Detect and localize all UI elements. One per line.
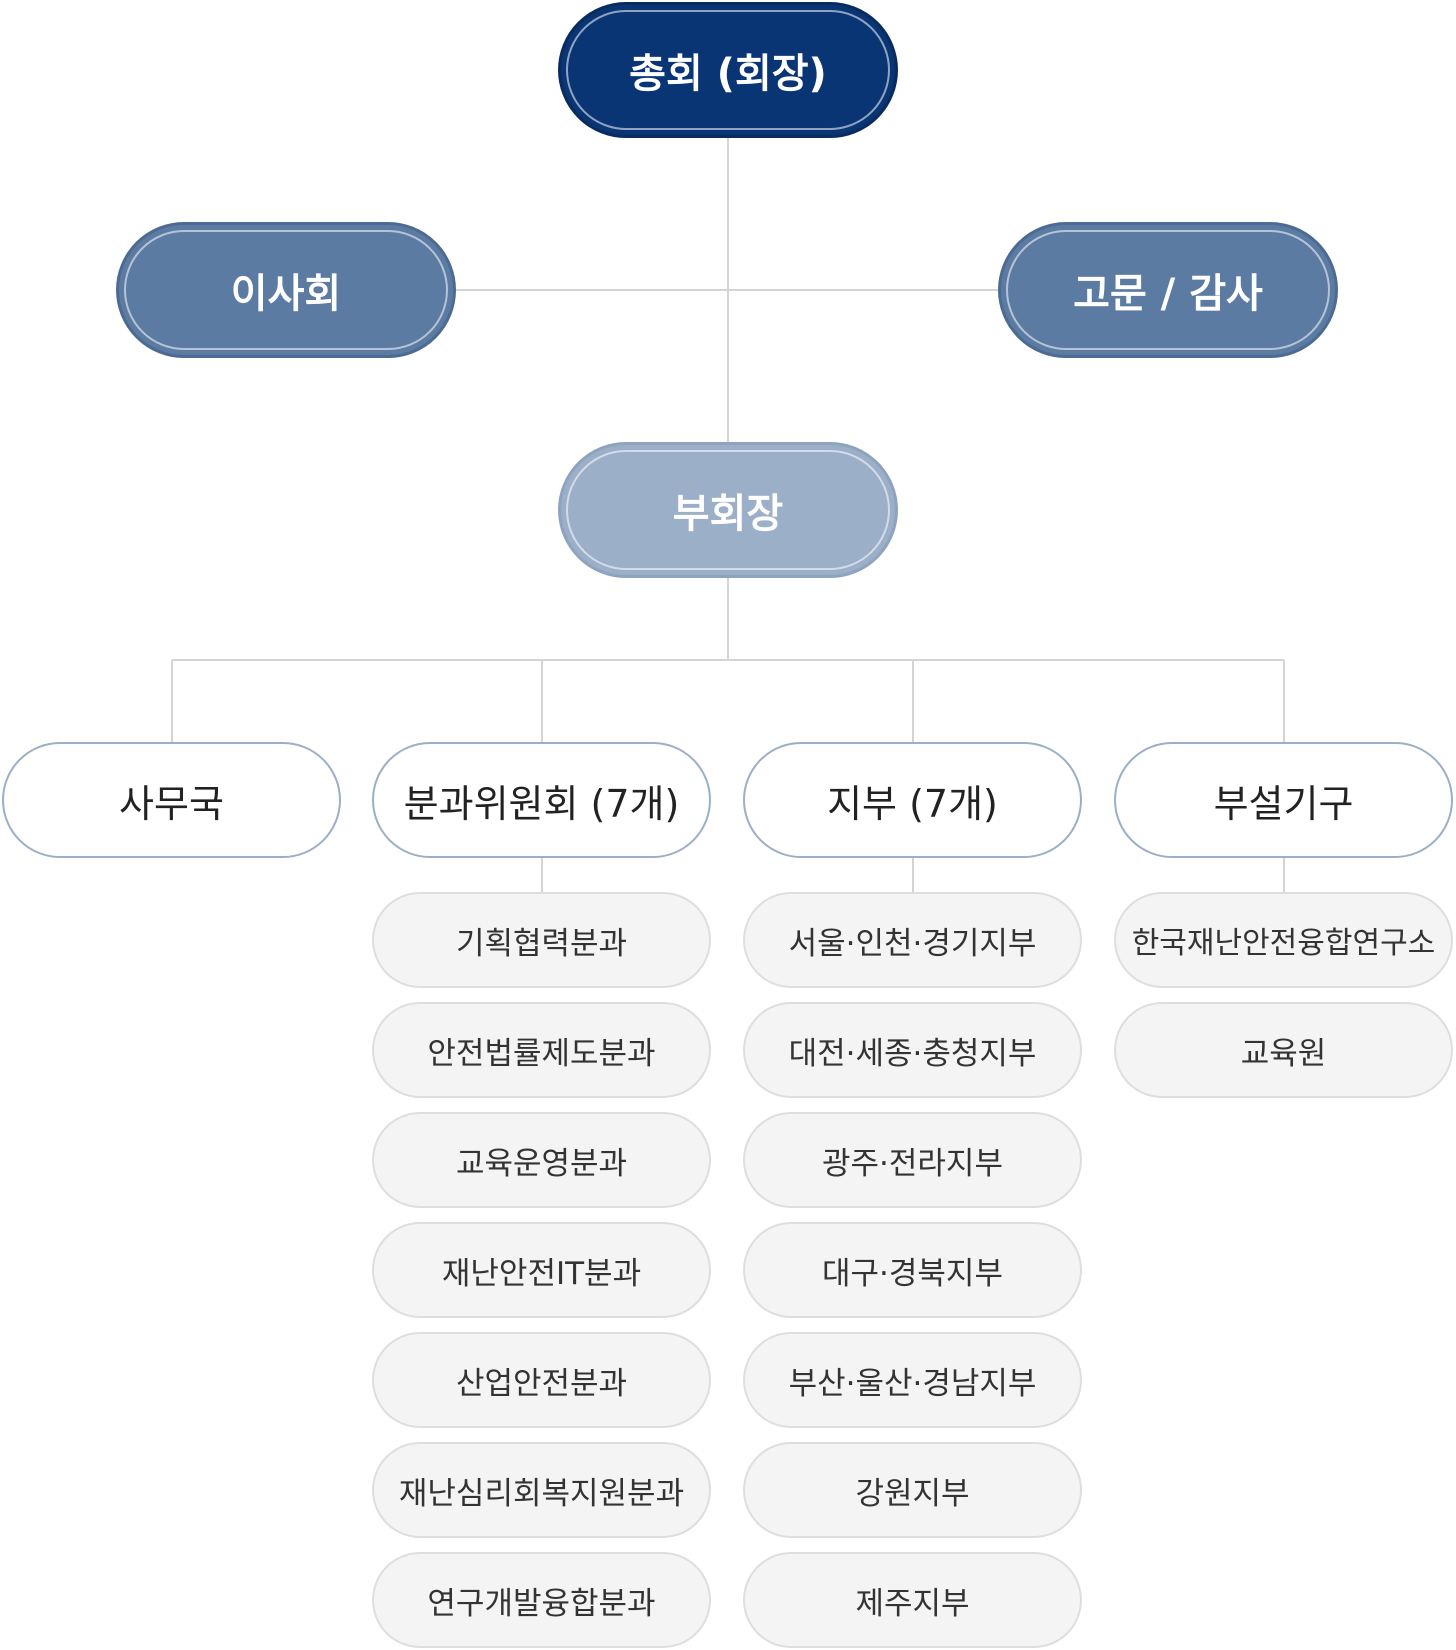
category-label: 부설기구 — [1213, 781, 1354, 826]
list-item-label: 교육운영분과 — [455, 1145, 628, 1182]
list-item-label: 산업안전분과 — [455, 1365, 628, 1402]
category-label: 분과위원회 (7개) — [403, 781, 680, 826]
list-item: 기획협력분과 — [372, 892, 711, 988]
list-item-label: 기획협력분과 — [455, 925, 628, 962]
node-inner-ring — [124, 230, 448, 350]
node-inner-ring — [566, 450, 890, 570]
category-branches: 지부 (7개) — [743, 742, 1082, 858]
list-item-label: 광주·전라지부 — [822, 1145, 1003, 1182]
list-item-label: 서울·인천·경기지부 — [788, 925, 1037, 962]
list-item-label: 재난심리회복지원분과 — [398, 1475, 685, 1512]
general-assembly-node: 총회 (회장) — [558, 2, 898, 138]
list-item: 산업안전분과 — [372, 1332, 711, 1428]
list-item: 교육원 — [1114, 1002, 1453, 1098]
list-item: 대구·경북지부 — [743, 1222, 1082, 1318]
list-item: 제주지부 — [743, 1552, 1082, 1648]
list-item: 대전·세종·충청지부 — [743, 1002, 1082, 1098]
vice-president-node: 부회장 — [558, 442, 898, 578]
list-item: 서울·인천·경기지부 — [743, 892, 1082, 988]
category-committees: 분과위원회 (7개) — [372, 742, 711, 858]
list-item-label: 대전·세종·충청지부 — [788, 1035, 1037, 1072]
list-item: 교육운영분과 — [372, 1112, 711, 1208]
list-item: 광주·전라지부 — [743, 1112, 1082, 1208]
vice-president-label: 부회장 — [672, 491, 784, 537]
category-label: 사무국 — [119, 781, 224, 826]
node-inner-ring — [566, 10, 890, 130]
node-inner-ring — [1006, 230, 1330, 350]
board-node: 이사회 — [116, 222, 456, 358]
advisor-auditor-label: 고문 / 감사 — [1073, 271, 1263, 317]
list-item: 연구개발융합분과 — [372, 1552, 711, 1648]
category-office: 사무국 — [2, 742, 341, 858]
general-assembly-label: 총회 (회장) — [629, 51, 827, 97]
board-label: 이사회 — [230, 271, 342, 317]
list-item: 한국재난안전융합연구소 — [1114, 892, 1453, 988]
list-item-label: 교육원 — [1240, 1035, 1327, 1072]
list-item: 재난심리회복지원분과 — [372, 1442, 711, 1538]
list-item-label: 대구·경북지부 — [822, 1255, 1003, 1292]
category-label: 지부 (7개) — [827, 781, 998, 826]
list-item-label: 강원지부 — [855, 1475, 970, 1512]
list-item-label: 안전법률제도분과 — [427, 1035, 656, 1072]
list-item: 강원지부 — [743, 1442, 1082, 1538]
list-item: 부산·울산·경남지부 — [743, 1332, 1082, 1428]
advisor-auditor-node: 고문 / 감사 — [998, 222, 1338, 358]
list-item-label: 부산·울산·경남지부 — [788, 1365, 1037, 1402]
list-item-label: 한국재난안전융합연구소 — [1131, 926, 1436, 961]
list-item: 안전법률제도분과 — [372, 1002, 711, 1098]
list-item: 재난안전IT분과 — [372, 1222, 711, 1318]
list-item-label: 연구개발융합분과 — [427, 1585, 656, 1622]
category-affiliates: 부설기구 — [1114, 742, 1453, 858]
list-item-label: 제주지부 — [855, 1585, 970, 1622]
list-item-label: 재난안전IT분과 — [441, 1255, 642, 1292]
